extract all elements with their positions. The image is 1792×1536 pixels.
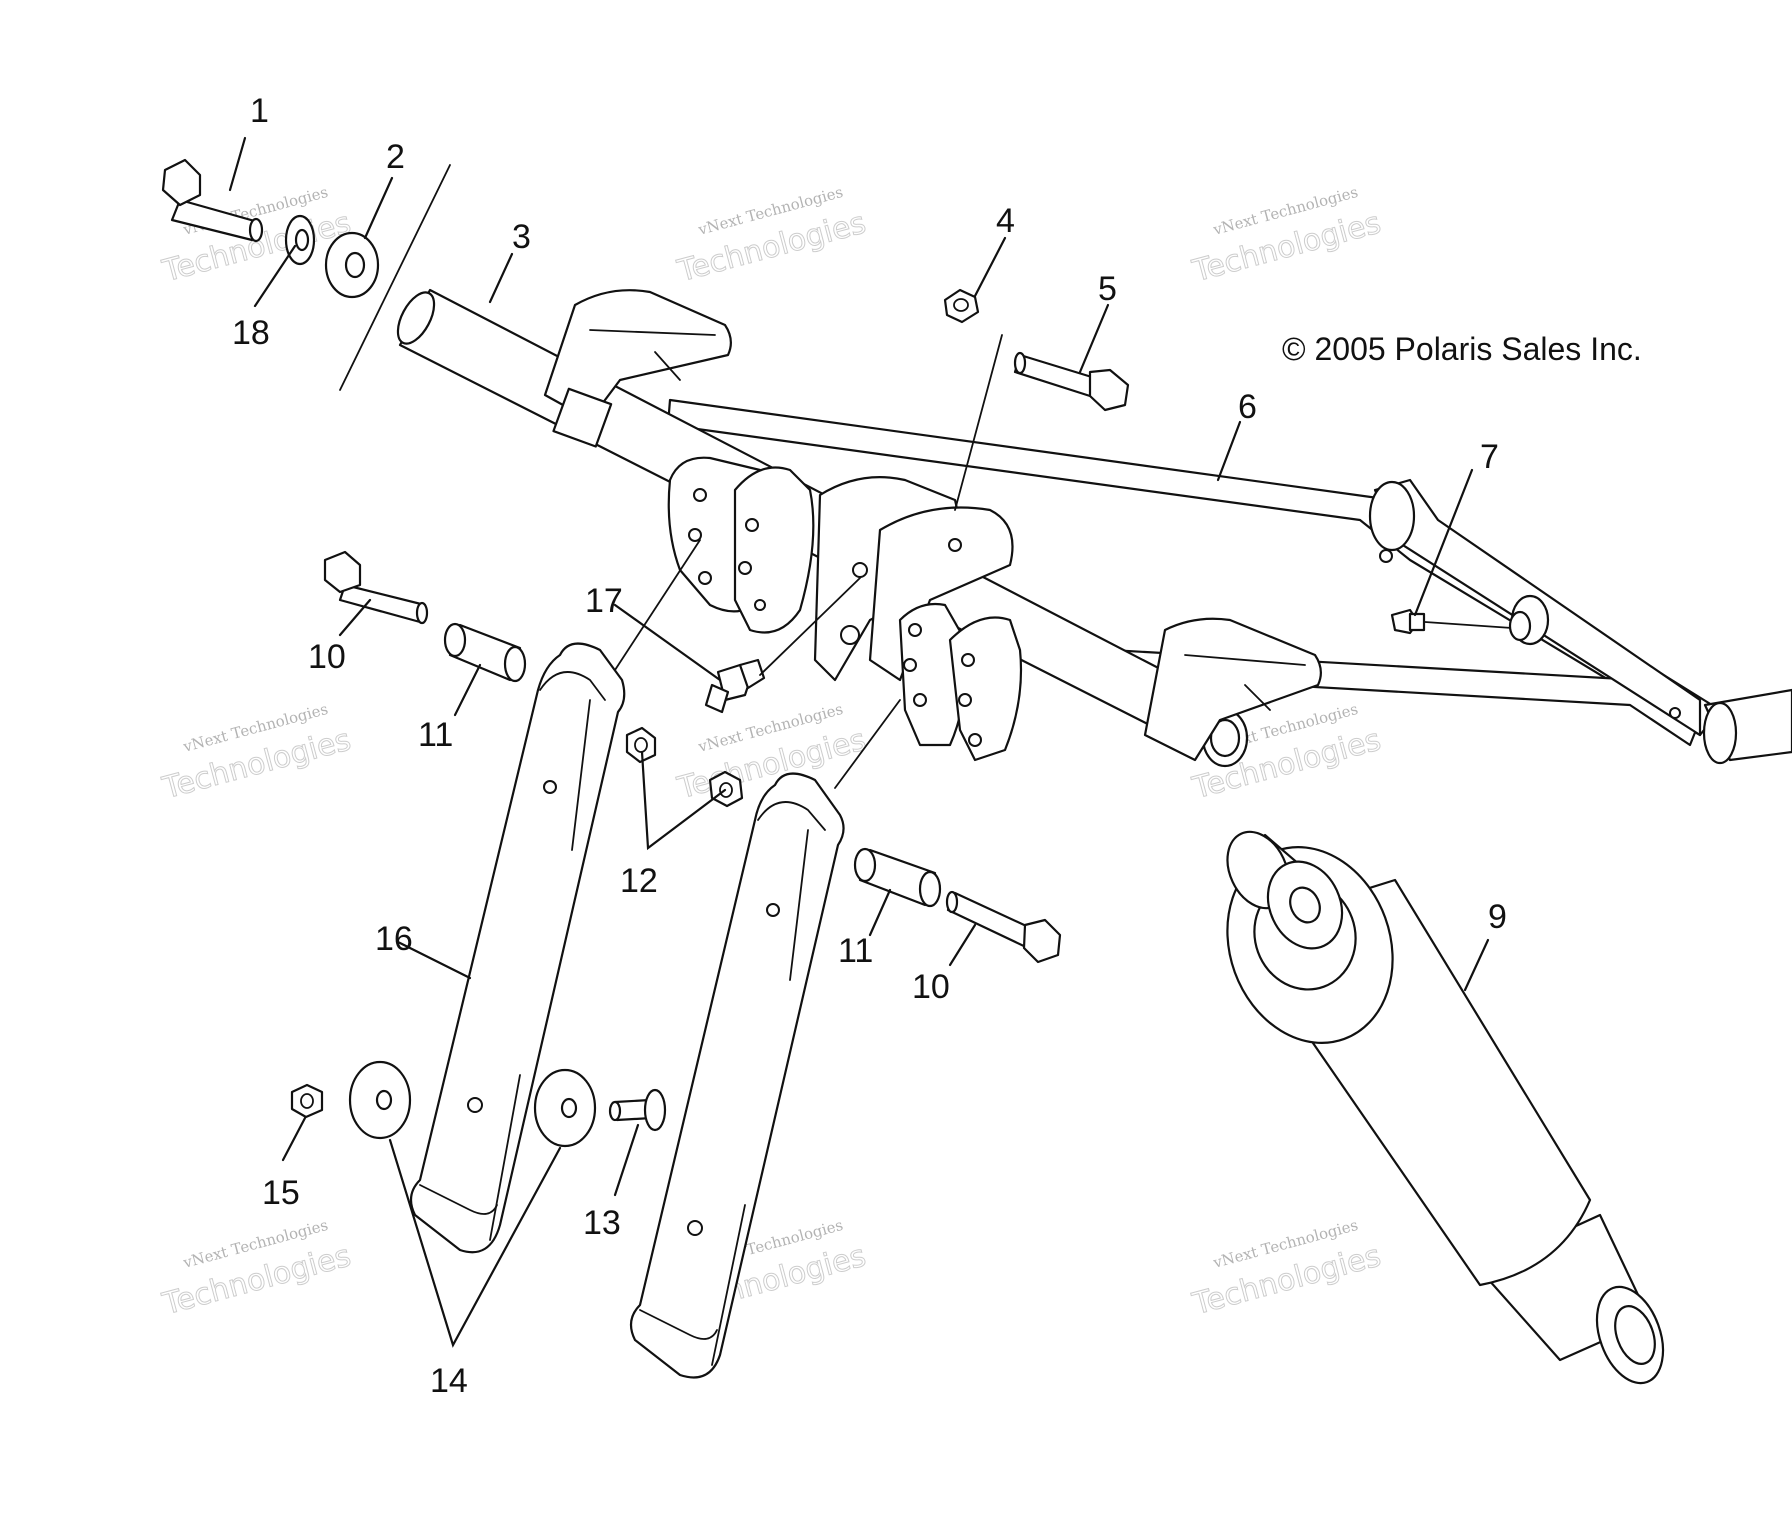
callout-16: 16	[375, 920, 413, 958]
alignment-line	[954, 334, 1003, 511]
leader-7	[1413, 468, 1474, 617]
leader-14	[388, 1138, 562, 1348]
callout-3: 3	[512, 218, 531, 256]
alignment-line	[1424, 621, 1513, 629]
part-12-nut	[708, 770, 744, 808]
callout-4: 4	[996, 202, 1015, 240]
part-10-bolt-upper	[323, 550, 429, 625]
callout-2: 2	[386, 138, 405, 176]
callout-17: 17	[585, 582, 623, 620]
watermark: vNext Technologies Technologies	[1188, 1216, 1385, 1323]
part-14-washer	[533, 1068, 597, 1148]
leader-18	[253, 244, 297, 308]
grease-port	[1508, 610, 1532, 642]
part-11-bushing-upper	[443, 622, 527, 683]
part-2-washer	[324, 231, 380, 299]
shaft-bracket-right	[1143, 617, 1322, 762]
callout-10-lower: 10	[912, 968, 950, 1006]
callout-18: 18	[232, 314, 270, 352]
leader-16	[396, 940, 472, 980]
part-7-grease-fitting	[1390, 608, 1426, 635]
watermark: vNext Technologies Technologies	[158, 700, 355, 807]
callout-13: 13	[583, 1204, 621, 1242]
alignment-line	[834, 699, 901, 789]
part-18-washer	[284, 214, 316, 266]
leader-2	[363, 176, 394, 240]
part-5-bolt	[1013, 351, 1130, 412]
leader-15	[281, 1116, 307, 1162]
part-16-link-arm	[409, 642, 626, 1254]
callout-9: 9	[1488, 898, 1507, 936]
part-9-shock-absorber	[1226, 830, 1665, 1385]
callout-11-lower: 11	[838, 932, 873, 970]
leader-13	[613, 1123, 640, 1197]
callout-7: 7	[1480, 438, 1499, 476]
leader-17	[613, 603, 722, 682]
callout-5: 5	[1098, 270, 1117, 308]
shaft-bracket-left	[543, 289, 732, 448]
alignment-line	[339, 164, 451, 391]
part-17-grease-fitting	[704, 658, 766, 714]
watermark: vNext Technologies Technologies	[1188, 183, 1385, 290]
watermark: vNext Technologies Technologies	[158, 1216, 355, 1323]
callout-11-upper: 11	[418, 716, 453, 754]
leader-4	[973, 236, 1007, 298]
leader-10-lower	[948, 923, 977, 967]
callout-12: 12	[620, 862, 658, 900]
part-13-pin	[608, 1088, 667, 1132]
leader-11-lower	[868, 888, 892, 937]
part-10-bolt-lower	[945, 890, 1062, 964]
leader-lines	[228, 136, 1490, 1348]
part-11-bushing-lower	[853, 847, 942, 908]
leader-5	[1078, 303, 1110, 374]
watermark: vNext Technologies Technologies	[673, 183, 870, 290]
leader-11-upper	[453, 663, 482, 717]
leader-3	[488, 252, 514, 304]
callout-6: 6	[1238, 388, 1257, 426]
alignment-line	[614, 539, 701, 671]
callout-10-upper: 10	[308, 638, 346, 676]
part-4-nut	[943, 288, 980, 324]
leader-9	[1463, 938, 1490, 992]
callout-14: 14	[430, 1362, 468, 1400]
leader-6	[1216, 420, 1242, 482]
callout-1: 1	[250, 92, 269, 130]
callout-15: 15	[262, 1174, 300, 1212]
part-15-nut	[290, 1083, 324, 1119]
leader-10-upper	[338, 598, 372, 637]
part-14-washer	[348, 1060, 412, 1140]
leader-12	[640, 750, 727, 851]
copyright-text: © 2005 Polaris Sales Inc.	[1282, 331, 1642, 367]
alignment-line	[759, 577, 861, 676]
part-16-link-arm-right	[629, 772, 845, 1379]
leader-1	[228, 136, 247, 192]
part-12-nut	[625, 726, 657, 764]
callout-labels: 1 2 3 4 5 6 7 9 10 10 11 11 12 13 14 15 …	[232, 92, 1507, 1400]
part-1-bolt	[161, 158, 264, 243]
